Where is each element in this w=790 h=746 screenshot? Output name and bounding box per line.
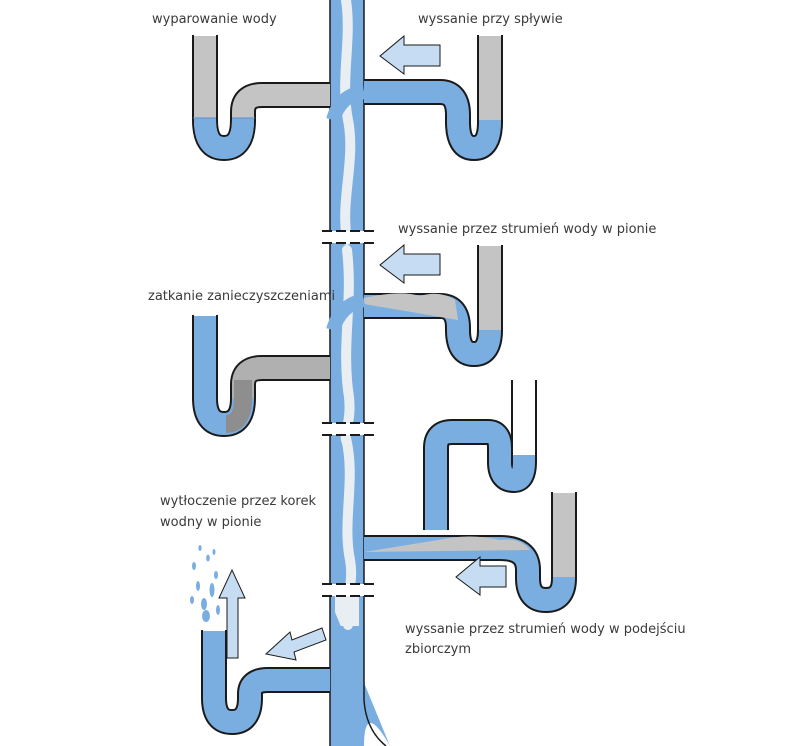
label-branch-siphonage-line1: wyssanie przez strumień wody w podejściu	[405, 622, 686, 637]
stack-break-1	[322, 230, 374, 244]
trap-stack-siphonage	[326, 240, 503, 367]
arrow-stack-siphonage	[379, 243, 441, 284]
label-stack-siphonage: wyssanie przez strumień wody w pionie	[398, 222, 656, 237]
stack-break-2	[322, 422, 374, 436]
arrow-self-siphonage	[379, 34, 441, 75]
arrow-blowout-up	[218, 568, 246, 659]
label-branch-siphonage-line2: zbiorczym	[405, 642, 471, 657]
label-evaporation: wyparowanie wody	[152, 12, 277, 27]
trap-blowout	[201, 624, 330, 735]
trap-branch-upper	[423, 375, 537, 530]
trap-branch-lower	[364, 487, 577, 613]
label-self-siphonage: wyssanie przy spływie	[418, 12, 563, 27]
arrow-blowout-left	[264, 627, 327, 661]
water-splash	[190, 545, 220, 622]
label-blowout-line2: wodny w pionie	[160, 515, 261, 530]
label-blowout-line1: wytłoczenie przez korek	[160, 494, 316, 509]
trap-clogged	[192, 310, 330, 437]
trap-self-siphonage	[326, 30, 503, 161]
stack-break-3	[322, 583, 374, 597]
arrow-branch-siphonage	[455, 555, 507, 596]
label-clogging: zatkanie zanieczyszczeniami	[148, 289, 335, 304]
trap-evaporation	[192, 30, 330, 161]
